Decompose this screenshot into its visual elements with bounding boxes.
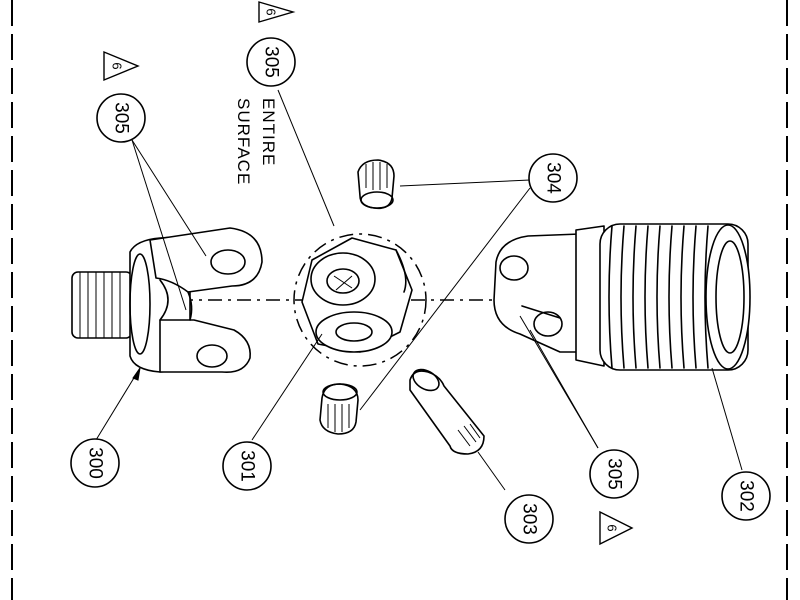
note-entire: ENTIRE <box>259 98 278 166</box>
callout-305-top: 305 <box>246 37 296 87</box>
callout-305-top-label: 305 <box>261 46 282 78</box>
callout-304-label: 304 <box>543 162 564 194</box>
note-flag-right-label: 6 <box>605 524 620 531</box>
note-flag-left-label: 6 <box>110 62 125 69</box>
note-flag-top-label: 6 <box>264 8 279 15</box>
callout-302: 302 <box>721 471 771 521</box>
callout-300-label: 300 <box>85 447 106 479</box>
callout-305-left: 305 <box>96 93 146 143</box>
callout-301-label: 301 <box>237 450 258 482</box>
callout-303-label: 303 <box>519 503 540 535</box>
part-302-threaded-yoke <box>493 223 751 371</box>
part-300-threaded-yoke <box>71 227 263 374</box>
callout-305-left-label: 305 <box>111 102 132 134</box>
note-flag-left: 6 <box>103 50 140 82</box>
leader-lines <box>95 89 743 491</box>
note-flag-top: 6 <box>258 1 296 23</box>
callout-305-right: 305 <box>589 449 639 499</box>
note-surface: SURFACE <box>234 98 253 185</box>
part-304-bearing-cap-upper <box>357 159 395 210</box>
callout-302-label: 302 <box>736 480 757 512</box>
part-303-pin <box>409 368 485 455</box>
callout-303: 303 <box>504 494 554 544</box>
callout-300: 300 <box>70 438 120 488</box>
callout-305-right-label: 305 <box>604 458 625 490</box>
callout-304: 304 <box>528 153 578 203</box>
note-flag-right: 6 <box>599 510 634 546</box>
part-301-cross-block <box>293 233 427 367</box>
callout-301: 301 <box>222 441 272 491</box>
part-304-bearing-cap-lower <box>319 383 359 435</box>
